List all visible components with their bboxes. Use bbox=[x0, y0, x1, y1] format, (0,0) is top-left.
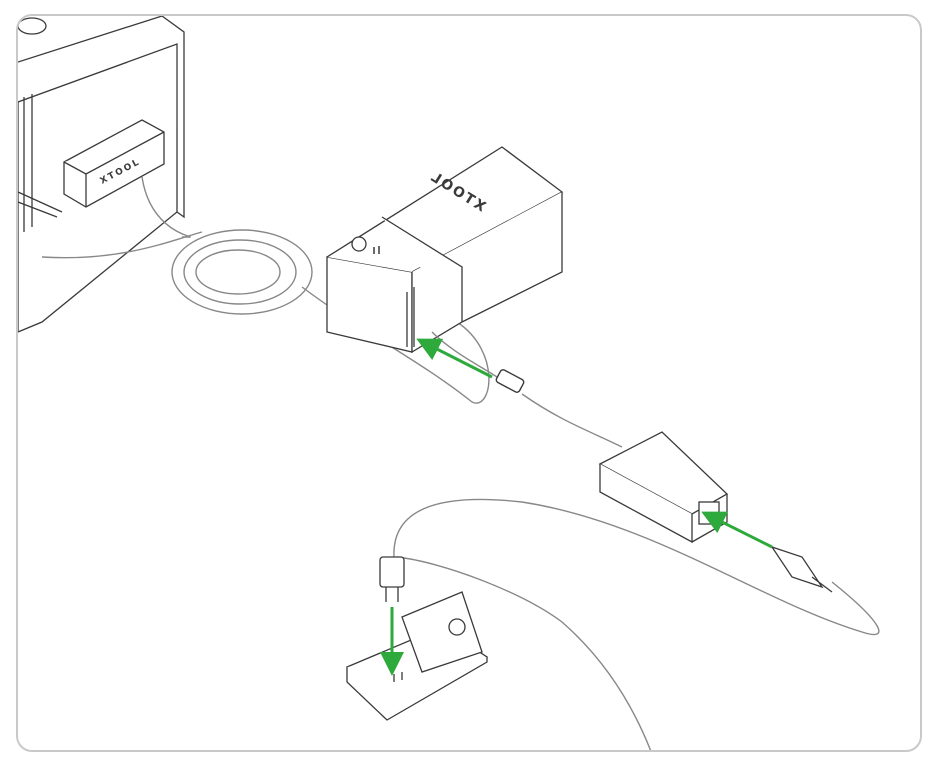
connection-diagram: XTOOL XTOOL bbox=[18, 16, 880, 750]
wall-plug bbox=[379, 556, 405, 602]
power-station: XTOOL bbox=[326, 146, 564, 354]
cable-coil bbox=[41, 176, 490, 404]
laser-machine bbox=[18, 16, 185, 333]
dc-cable bbox=[431, 331, 623, 448]
arrow-icon bbox=[380, 338, 773, 676]
power-adapter bbox=[598, 431, 729, 544]
machine-module: XTOOL bbox=[63, 119, 165, 208]
diagram-frame: XTOOL XTOOL bbox=[16, 14, 922, 752]
ac-cable bbox=[393, 498, 880, 750]
arrow-dc-to-station bbox=[416, 338, 493, 379]
iec-plug bbox=[770, 545, 833, 593]
arrow-ac-to-adapter bbox=[701, 511, 773, 549]
power-button-icon bbox=[351, 236, 367, 252]
wall-outlet bbox=[345, 591, 489, 721]
